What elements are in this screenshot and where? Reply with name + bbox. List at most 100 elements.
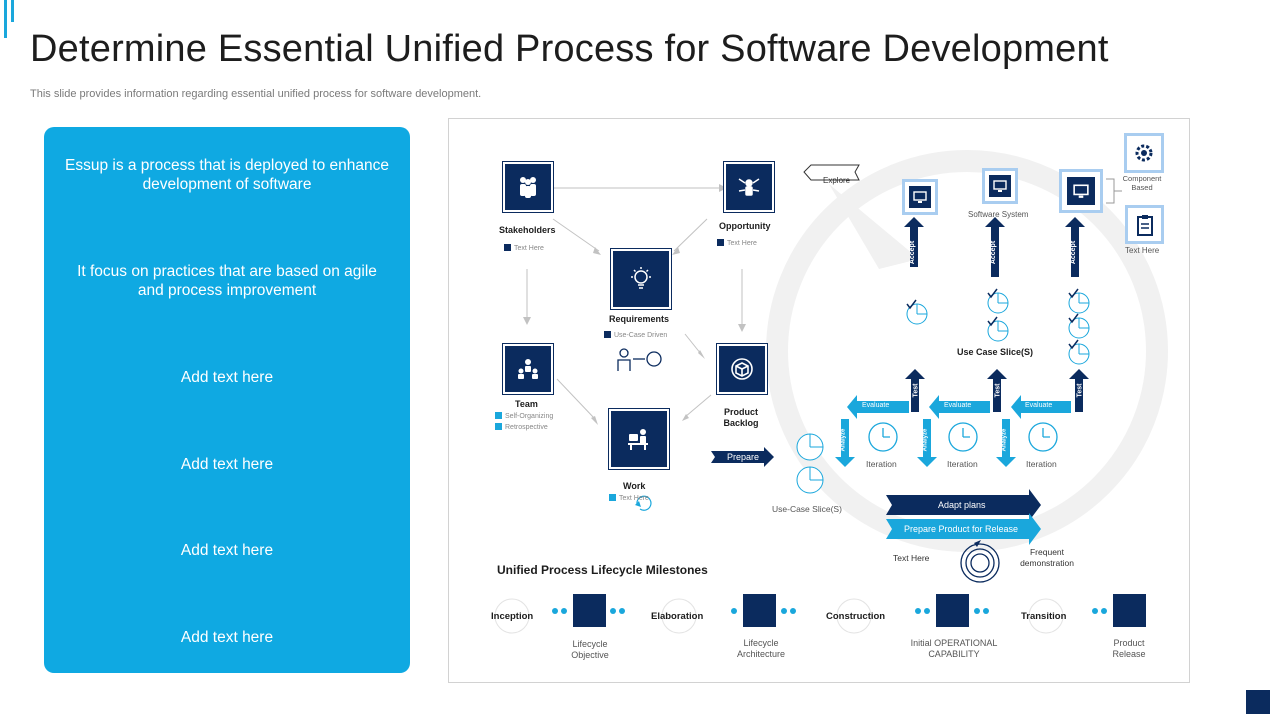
cube-icon [731, 358, 753, 380]
stakeholders-note: Text Here [504, 244, 544, 252]
dot [790, 608, 796, 614]
arrowhead [672, 247, 680, 255]
iteration-label: Iteration [866, 459, 897, 469]
panel-text-2: It focus on practices that are based on … [77, 263, 377, 299]
use-case-icon [617, 348, 662, 371]
text-here-bottom: Text Here [893, 553, 930, 563]
milestone-lifecycle-objective: Lifecycle Objective [571, 639, 609, 660]
connector-line [552, 218, 600, 252]
prepare-arrow [711, 447, 774, 467]
milestone-operational-capability: Initial OPERATIONAL CAPABILITY [910, 638, 998, 659]
accept-label: Accept [1070, 240, 1078, 265]
explore-tag [803, 164, 860, 181]
milestone-phase-construction: Construction [826, 611, 886, 622]
product-backlog-label: Product Backlog [723, 407, 759, 428]
connector-line [684, 333, 702, 355]
refresh-icon [636, 495, 652, 511]
clipboard-icon [1136, 214, 1153, 236]
stakeholders-label: Stakeholders [499, 225, 556, 235]
test-label: Test [912, 383, 920, 398]
connector-line [684, 394, 712, 418]
analyze-label: Analyze [922, 428, 929, 452]
dot [561, 608, 567, 614]
prepare-label: Prepare [727, 452, 760, 462]
accept-arrow [904, 217, 924, 267]
page-title: Determine Essential Unified Process for … [30, 28, 1109, 70]
analyze-arrow [835, 419, 855, 467]
test-arrow [987, 369, 1007, 412]
monitor-icon-box [982, 168, 1018, 204]
evaluate-label: Evaluate [1025, 402, 1053, 409]
panel-text-6: Add text here [180, 629, 274, 646]
panel-text-1: Essup is a process that is deployed to e… [65, 157, 389, 193]
team-note-1: Self-Organizing [495, 412, 553, 420]
work-note: Text Here [609, 494, 649, 502]
stakeholders-node [502, 161, 554, 213]
evaluate-arrow [929, 395, 990, 419]
dot [781, 608, 787, 614]
background-arc [766, 150, 1168, 552]
left-info-panel: Essup is a process that is deployed to e… [44, 127, 410, 673]
corner-decoration [1246, 690, 1270, 714]
accent-bar [4, 0, 7, 38]
analyze-label: Analyze [1001, 428, 1008, 452]
monitor-icon [993, 180, 1007, 192]
prepare-release-label: Prepare Product for Release [904, 524, 1019, 534]
dot [924, 608, 930, 614]
adapt-plans-arrow [886, 489, 1041, 521]
work-node [608, 408, 670, 470]
evaluate-label: Evaluate [862, 402, 890, 409]
team-label: Team [515, 399, 538, 409]
test-label: Test [994, 383, 1002, 398]
team-note-2: Retrospective [495, 423, 548, 431]
test-label: Test [1076, 383, 1084, 398]
accept-label: Accept [909, 240, 917, 265]
dot [731, 608, 737, 614]
accent-bar [11, 0, 14, 22]
bracket-connector [1106, 178, 1122, 204]
people-icon [520, 177, 536, 198]
milestone-marker [573, 594, 606, 627]
network-person-icon [738, 178, 760, 196]
arrowhead [591, 416, 598, 425]
milestone-product-release: Product Release [1112, 638, 1146, 659]
arrowhead [719, 184, 727, 192]
monitor-icon-box [902, 179, 938, 215]
lightbulb-icon [631, 267, 651, 289]
panel-text-4: Add text here [180, 456, 274, 473]
team-icon [518, 359, 538, 379]
analyze-label: Analyze [840, 428, 847, 452]
monitor-icon [913, 191, 927, 203]
opportunity-label: Opportunity [719, 221, 771, 231]
panel-text-3: Add text here [180, 369, 274, 386]
evaluate-label: Evaluate [944, 402, 972, 409]
dot [974, 608, 980, 614]
dot [610, 608, 616, 614]
iteration-label: Iteration [1026, 459, 1057, 469]
component-icon-box [1124, 133, 1164, 173]
explore-label: Explore [823, 176, 851, 185]
arrowhead [738, 324, 746, 332]
process-diagram: Stakeholders Text Here Opportunity Text … [448, 118, 1190, 683]
arrowhead [593, 247, 601, 255]
accept-arrow [985, 217, 1005, 277]
monitor-icon-box [1059, 169, 1103, 213]
panel-text-5: Add text here [180, 542, 274, 559]
monitor-icon [1073, 184, 1089, 198]
analyze-arrow [917, 419, 937, 467]
text-here-right: Text Here [1125, 246, 1160, 255]
dot [915, 608, 921, 614]
use-case-slices-left-label: Use-Case Slice(S) [772, 504, 842, 514]
requirements-note: Use-Case Driven [604, 331, 667, 339]
arrowhead [698, 350, 705, 359]
milestones-title: Unified Process Lifecycle Milestones [497, 563, 708, 577]
software-system-label: Software System [968, 210, 1029, 219]
milestone-phase-transition: Transition [1021, 611, 1067, 622]
arrowhead [682, 414, 689, 421]
dot [619, 608, 625, 614]
requirements-label: Requirements [609, 314, 670, 324]
dot [1101, 608, 1107, 614]
arrowhead [523, 317, 531, 325]
iteration-label: Iteration [947, 459, 978, 469]
work-label: Work [623, 481, 646, 491]
